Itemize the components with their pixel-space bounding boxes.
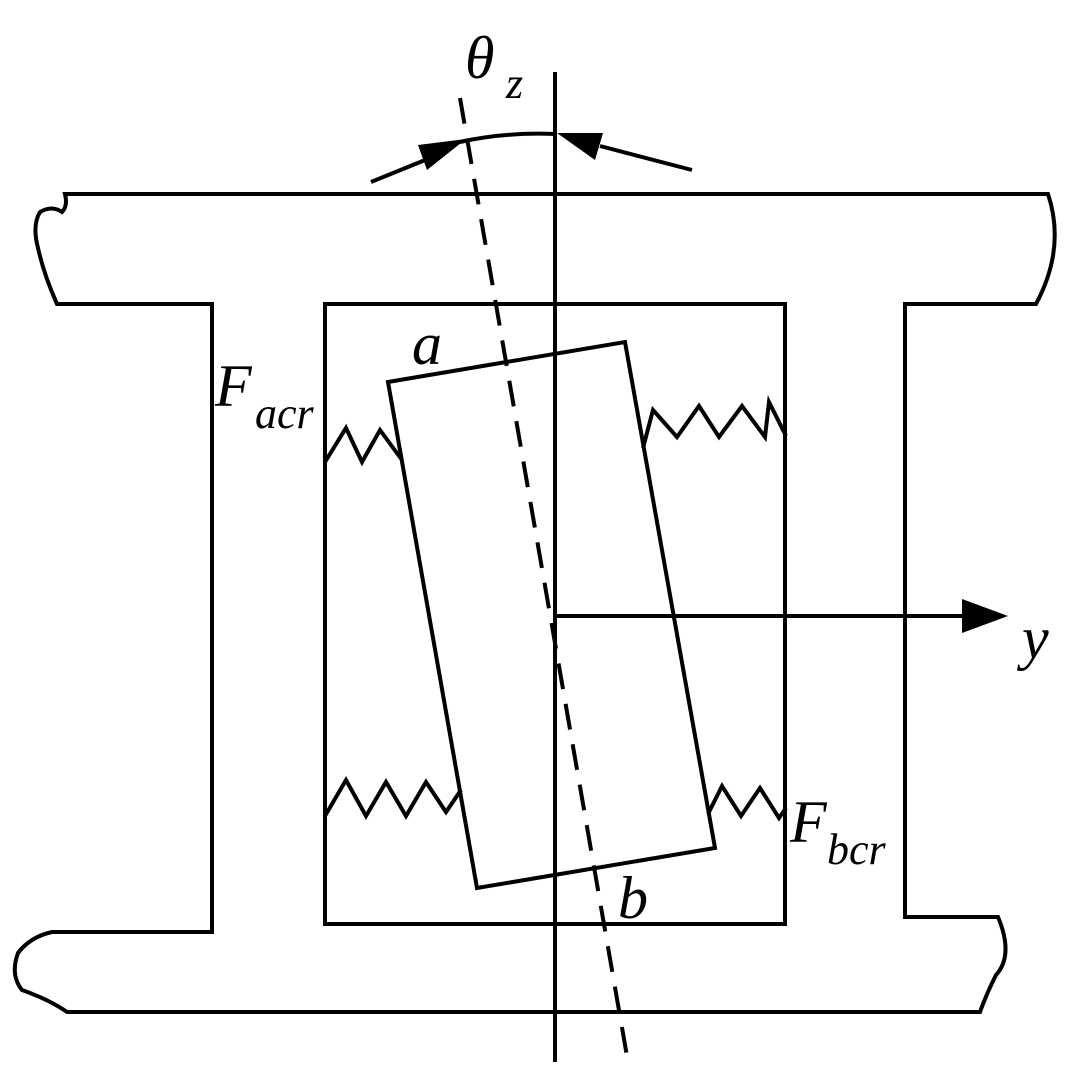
y-axis-label: y (1016, 605, 1049, 671)
label-a: a (412, 311, 442, 377)
F-acr-subscript: acr (255, 389, 315, 438)
angle-arrow-left-head (418, 139, 466, 170)
y-axis-arrowhead (962, 599, 1008, 633)
tilted-body (385, 339, 718, 891)
spring-bottom-left (323, 775, 463, 821)
theta-label: θ (465, 25, 494, 91)
frame-outline (12, 192, 1057, 1014)
F-acr-label: F (214, 353, 253, 419)
spring-top-left (323, 423, 404, 467)
angle-arrow-right-head (557, 133, 603, 160)
F-bcr-subscript: bcr (827, 825, 887, 874)
spring-top-right (641, 395, 788, 449)
angle-arrow-right-tail (599, 144, 693, 172)
F-bcr-label: F (789, 789, 828, 855)
theta-subscript: z (505, 59, 523, 108)
rotated-axis-dashed (458, 97, 630, 1063)
label-b: b (618, 865, 648, 931)
spring-bottom-right (706, 781, 788, 822)
angle-arrow-left-tail (370, 156, 431, 184)
angle-arc (459, 131, 556, 144)
